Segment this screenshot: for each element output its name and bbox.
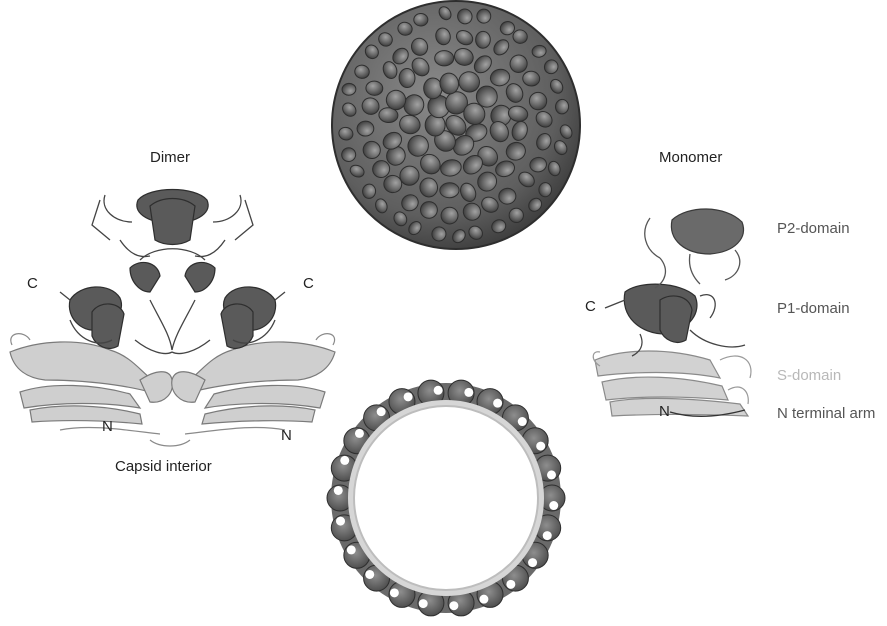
ring-pore [528, 558, 537, 567]
monomer-c-terminus: C [585, 299, 596, 314]
dimer-s-domain [10, 342, 335, 424]
ring-pore [334, 486, 343, 495]
ring-pore [449, 601, 458, 610]
monomer-p1-domain [624, 284, 697, 342]
ring-pore [547, 470, 556, 479]
ring-pore [543, 531, 552, 540]
ring-pore [336, 517, 345, 526]
capsid-knob [423, 78, 442, 99]
ring-interior [354, 406, 538, 590]
ring-pore [419, 599, 428, 608]
capsid-knob [342, 83, 357, 96]
ring-pore [506, 580, 515, 589]
ring-pore [377, 407, 386, 416]
p1-domain-label: P1-domain [777, 301, 850, 316]
monomer-p2-domain [671, 209, 743, 254]
capsid-knob [440, 182, 460, 198]
capsid-knob [435, 51, 454, 66]
capsid-surface-view [332, 1, 580, 249]
ring-pore [347, 545, 356, 554]
dimer-n-terminus-left: N [102, 419, 113, 434]
ring-pore [493, 399, 502, 408]
n-terminal-arm-label: N terminal arm [777, 406, 875, 421]
p2-domain-label: P2-domain [777, 221, 850, 236]
dimer-title: Dimer [150, 150, 190, 165]
capsid-interior-label: Capsid interior [115, 459, 212, 474]
capsid-knob [357, 121, 374, 136]
ring-pore [464, 388, 473, 397]
capsid-knob [477, 9, 491, 23]
ring-pore [355, 429, 364, 438]
ring-pore [434, 386, 443, 395]
s-domain-label: S-domain [777, 368, 841, 383]
dimer-ribbon [10, 190, 335, 447]
monomer-ribbon [593, 209, 751, 416]
capsid-knob [475, 31, 490, 48]
monomer-title: Monomer [659, 150, 722, 165]
capsid-knob [399, 68, 416, 88]
ring-pore [536, 442, 545, 451]
ring-pore [390, 588, 399, 597]
dimer-n-terminus-right: N [281, 428, 292, 443]
ring-pore [340, 456, 349, 465]
dimer-c-terminus-left: C [27, 276, 38, 291]
capsid-knob [539, 182, 552, 197]
ring-pore [404, 392, 413, 401]
monomer-n-terminus: N [659, 404, 670, 419]
ring-pore [549, 501, 558, 510]
dimer-c-terminus-right: C [303, 276, 314, 291]
monomer-s-domain [595, 351, 748, 416]
capsid-cross-section [327, 380, 565, 616]
ring-pore [518, 417, 527, 426]
ring-pore [479, 595, 488, 604]
dimer-p-domain [69, 190, 275, 349]
ring-pore [365, 570, 374, 579]
capsid-knob [414, 13, 428, 26]
